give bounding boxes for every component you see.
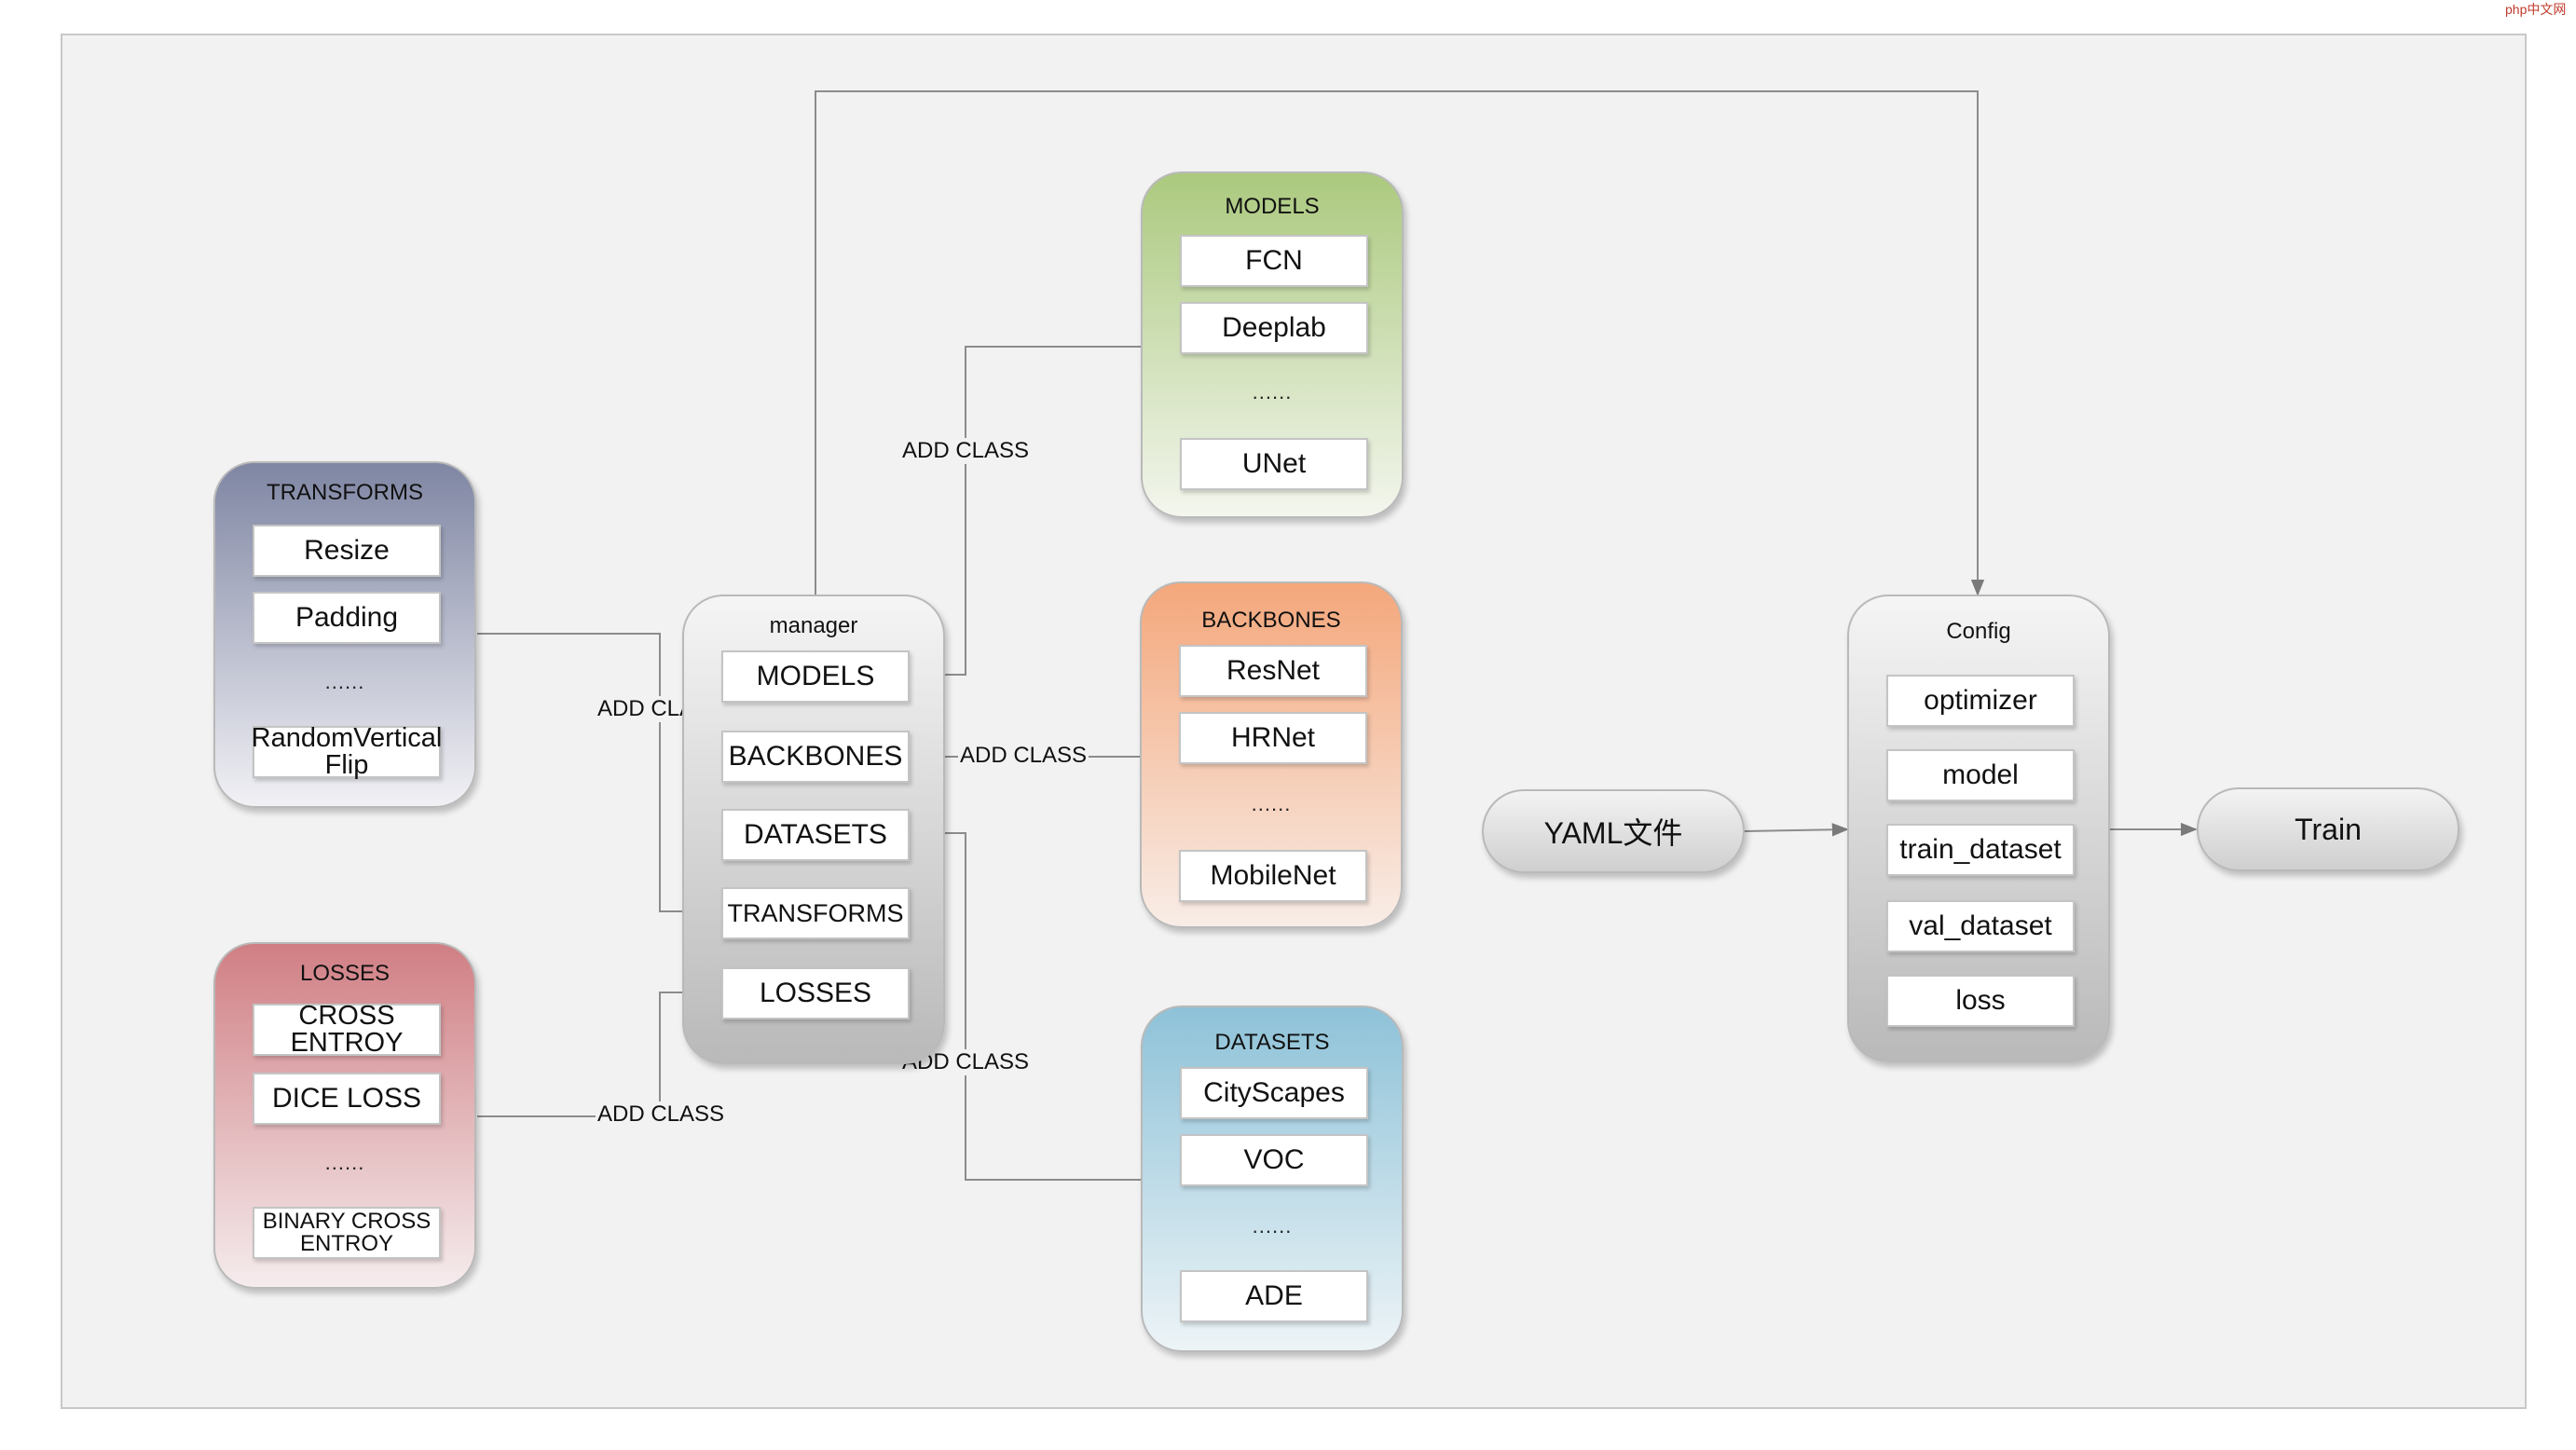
transforms-group: TRANSFORMS Resize Padding ...... RandomV… — [213, 461, 476, 808]
edge-label-backbones: ADD CLASS — [958, 743, 1089, 769]
config-item-val-dataset: val_dataset — [1886, 900, 2075, 952]
manager-item-losses: LOSSES — [721, 967, 910, 1019]
backbones-group: BACKBONES ResNet HRNet ...... MobileNet — [1140, 581, 1403, 928]
config-item-loss: loss — [1886, 975, 2075, 1027]
manager-item-models: MODELS — [721, 650, 910, 703]
backbones-item-hrnet: HRNet — [1179, 712, 1367, 764]
datasets-item-cityscapes: CityScapes — [1180, 1067, 1368, 1119]
config-item-optimizer: optimizer — [1886, 675, 2075, 727]
manager-title: manager — [769, 613, 858, 638]
manager-item-backbones: BACKBONES — [721, 731, 910, 783]
transforms-item-padding: Padding — [253, 592, 441, 644]
backbones-ellipsis: ...... — [1251, 792, 1292, 815]
models-item-fcn: FCN — [1180, 235, 1368, 287]
losses-item-binary-cross-entroy: BINARY CROSS ENTROY — [253, 1207, 441, 1259]
backbones-item-resnet: ResNet — [1179, 645, 1367, 697]
transforms-title: TRANSFORMS — [267, 480, 423, 505]
losses-item-cross-entroy: CROSS ENTROY — [253, 1003, 441, 1057]
models-item-unet: UNet — [1180, 438, 1368, 490]
watermark-text: php中文网 — [2505, 2, 2567, 17]
models-ellipsis: ...... — [1252, 380, 1293, 404]
losses-item-dice-loss: DICE LOSS — [253, 1073, 441, 1125]
config-item-train-dataset: train_dataset — [1886, 824, 2075, 876]
yaml-file-node: YAML文件 — [1482, 789, 1745, 873]
losses-ellipsis: ...... — [324, 1151, 365, 1174]
manager-item-transforms: TRANSFORMS — [721, 887, 910, 939]
config-group: Config optimizer model train_dataset val… — [1847, 595, 2110, 1062]
transforms-item-randomverticalflip: RandomVertical Flip — [251, 723, 443, 780]
manager-item-datasets: DATASETS — [721, 809, 910, 861]
edge-label-models: ADD CLASS — [900, 438, 1032, 464]
backbones-item-mobilenet: MobileNet — [1179, 850, 1367, 902]
manager-group: manager MODELS BACKBONES DATASETS TRANSF… — [682, 595, 945, 1064]
train-node: Train — [2197, 787, 2460, 871]
datasets-title: DATASETS — [1214, 1030, 1330, 1055]
datasets-item-ade: ADE — [1180, 1270, 1368, 1322]
config-item-model: model — [1886, 749, 2075, 801]
config-title: Config — [1946, 619, 2011, 644]
transforms-item-resize: Resize — [253, 525, 441, 577]
models-item-deeplab: Deeplab — [1180, 302, 1368, 354]
backbones-title: BACKBONES — [1201, 608, 1341, 633]
losses-title: LOSSES — [299, 961, 391, 986]
datasets-ellipsis: ...... — [1252, 1214, 1293, 1238]
losses-group: LOSSES CROSS ENTROY DICE LOSS ...... BIN… — [213, 942, 476, 1289]
transforms-ellipsis: ...... — [324, 670, 365, 693]
edge-label-losses: ADD CLASS — [596, 1101, 727, 1128]
datasets-group: DATASETS CityScapes VOC ...... ADE — [1141, 1005, 1404, 1352]
models-title: MODELS — [1225, 194, 1320, 219]
datasets-item-voc: VOC — [1180, 1134, 1368, 1186]
models-group: MODELS FCN Deeplab ...... UNet — [1141, 171, 1404, 518]
